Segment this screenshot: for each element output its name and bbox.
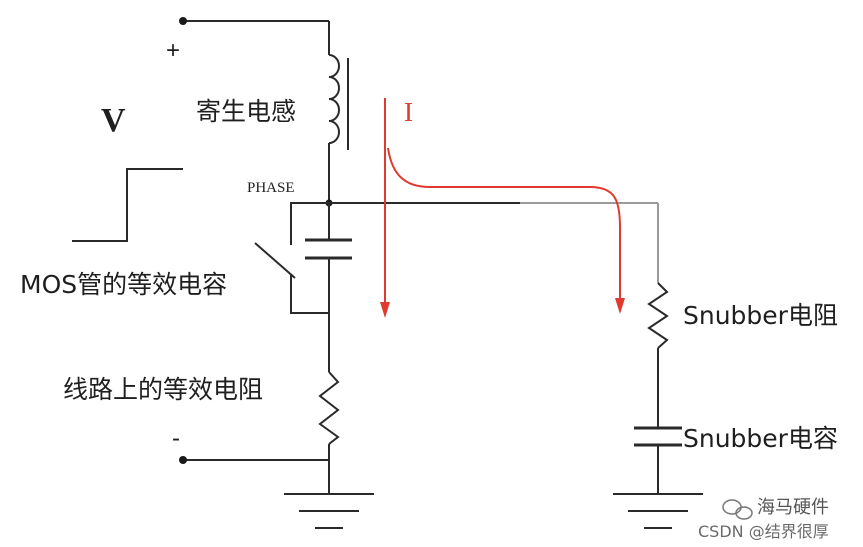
switch-return [290, 275, 329, 314]
minus-label: - [172, 425, 180, 452]
parasitic-inductor [328, 54, 340, 144]
current-arrow-snubber-head [615, 298, 625, 314]
line-resistance-label: 线路上的等效电阻 [63, 375, 263, 404]
plus-label: + [166, 37, 180, 64]
bottom-supply-node [179, 456, 187, 464]
wechat-logo-icon [722, 499, 753, 520]
current-arrow-main-head [380, 302, 390, 318]
ground-symbol-right [613, 493, 703, 529]
snubber-capacitor-label: Snubber电容 [683, 424, 838, 453]
watermark-brand: 海马硬件 [757, 497, 829, 518]
switch-blade [254, 242, 296, 279]
ground-symbol-left [284, 493, 374, 529]
watermark-csdn: CSDN @结界很厚 [698, 522, 829, 541]
voltage-label: V [101, 102, 126, 139]
mos-capacitance-label: MOS管的等效电容 [20, 270, 227, 299]
current-label: I [404, 97, 413, 127]
line-resistor [318, 371, 340, 445]
parasitic-inductance-label: 寄生电感 [196, 97, 296, 126]
switch-bracket [290, 202, 329, 245]
phase-label: PHASE [247, 180, 295, 196]
snubber-resistor-label: Snubber电阻 [683, 301, 838, 330]
snubber-resistor [647, 282, 669, 349]
current-arrow-snubber [387, 147, 621, 298]
top-supply-node [179, 17, 187, 25]
step-waveform [72, 168, 183, 242]
